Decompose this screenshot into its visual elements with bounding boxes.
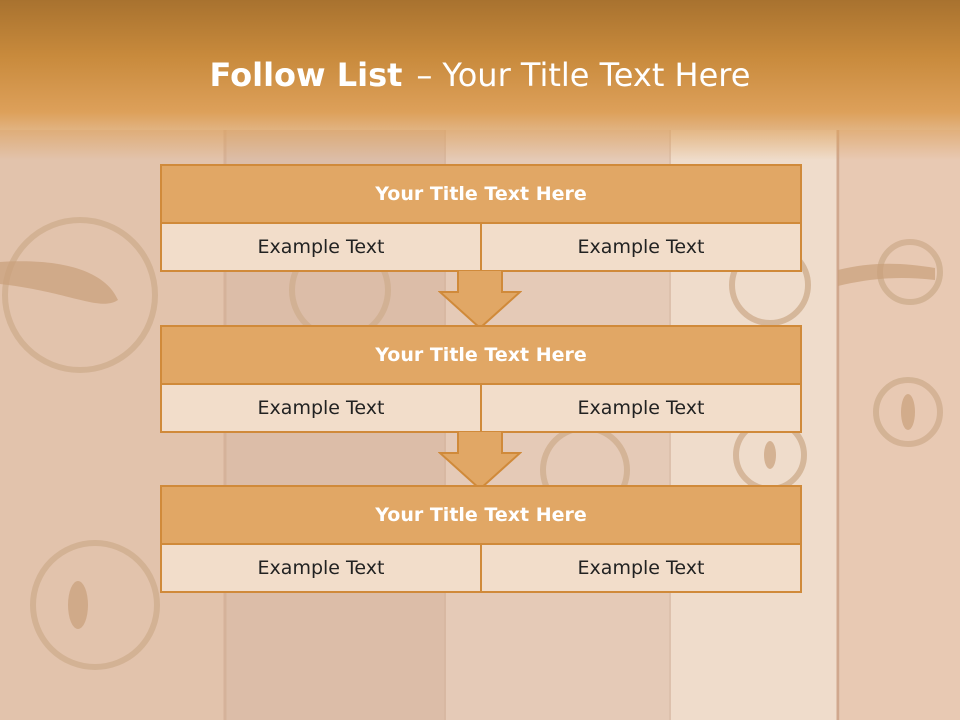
step-cell-left: Example Text	[160, 383, 482, 433]
down-arrow-icon	[438, 431, 522, 491]
slide-title-rest: Your Title Text Here	[442, 56, 751, 94]
step-cell-right: Example Text	[480, 383, 802, 433]
step-cell-left: Example Text	[160, 543, 482, 593]
step-title: Your Title Text Here	[160, 164, 802, 224]
header-band	[0, 0, 960, 160]
step-cell-right: Example Text	[480, 543, 802, 593]
step-title: Your Title Text Here	[160, 485, 802, 545]
slide-title-bold: Follow List	[209, 56, 403, 94]
down-arrow-icon	[438, 270, 522, 330]
step-cell-right: Example Text	[480, 222, 802, 272]
slide-title-separator: –	[416, 56, 433, 94]
slide-title: Follow List–Your Title Text Here	[0, 52, 960, 98]
step-title: Your Title Text Here	[160, 325, 802, 385]
step-cell-left: Example Text	[160, 222, 482, 272]
